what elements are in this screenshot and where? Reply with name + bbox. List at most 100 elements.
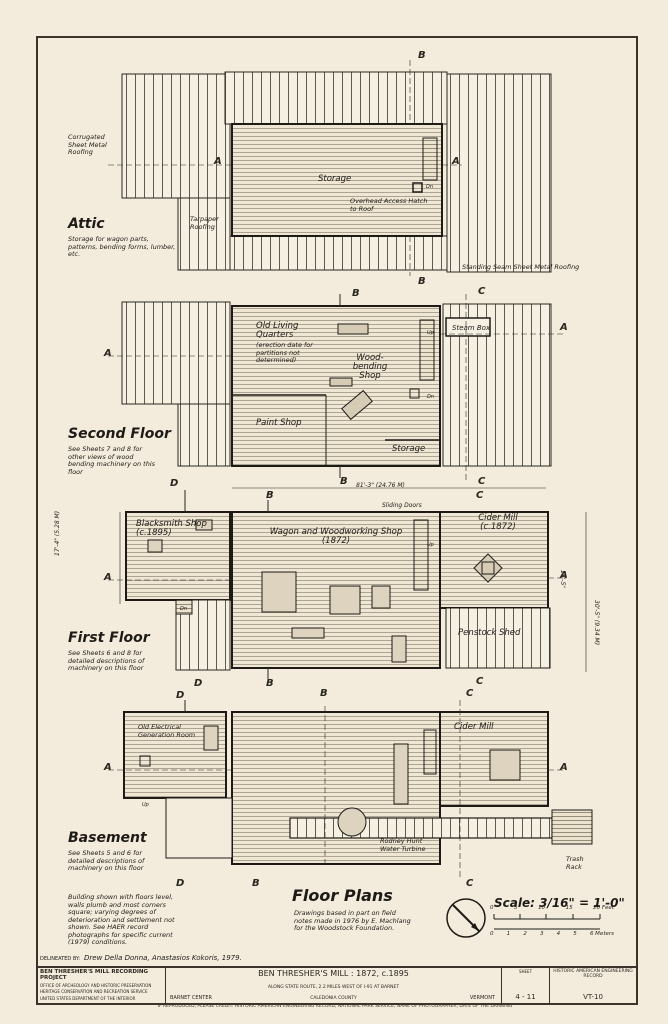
section-mark-b: B xyxy=(340,476,348,487)
delineated-prefix: DELINEATED BY: xyxy=(40,956,81,962)
section-mark-a: A xyxy=(452,156,460,167)
paint-shop-label: Paint Shop xyxy=(256,418,302,428)
old-living-quarters-label: Old Living Quarters xyxy=(256,321,299,340)
standing-seam-label: Standing Seam Sheet Metal Roofing xyxy=(462,263,580,271)
basement-note: See Sheets 5 and 6 for detailed descript… xyxy=(68,849,145,872)
first-floor-plan xyxy=(108,487,587,680)
section-mark-b: B xyxy=(252,878,260,889)
scale-meters: 0 1 2 3 4 5 6 Meters xyxy=(490,931,614,937)
cider-mill-basement-label: Cider Mill xyxy=(454,722,494,732)
scale-tick: 0 xyxy=(490,905,494,911)
mill-name: BEN THRESHER'S MILL : 1872, c.1895 xyxy=(258,969,409,978)
hatch-label: Overhead Access Hatch to Roof xyxy=(350,197,428,213)
scale-tick: 4 xyxy=(556,931,561,937)
section-mark-a: A xyxy=(104,762,112,773)
section-mark-d: D xyxy=(170,478,179,489)
section-mark-c: C xyxy=(478,286,486,297)
scale-tick: 20 Feet xyxy=(593,905,614,911)
agency-line: UNITED STATES DEPARTMENT OF THE INTERIOR xyxy=(40,995,136,1001)
record-label: HISTORIC AMERICAN ENGINEERING RECORD xyxy=(553,969,633,979)
sheet-number: 4 - 11 xyxy=(515,993,536,1001)
second-floor-plan xyxy=(108,294,565,480)
scale-tick: 1 xyxy=(506,931,511,937)
wood-bending-shop-label: Wood-bending Shop xyxy=(352,353,388,381)
attic-dn-label: Dn xyxy=(426,184,434,190)
section-mark-a: A xyxy=(104,572,112,583)
scale-tick: 15 xyxy=(565,905,573,911)
delineated-names: Drew Della Donna, Anastasios Kokoris, 19… xyxy=(84,954,242,962)
dim-width-label: 81'-3" (24.76 M) xyxy=(356,482,405,489)
scale-tick: 6 Meters xyxy=(589,931,614,937)
credit-line: IF REPRODUCED, PLEASE CREDIT: HISTORIC A… xyxy=(157,1004,513,1009)
section-mark-c: C xyxy=(466,688,474,699)
old-electrical-room-label: Old Electrical Generation Room xyxy=(138,723,196,739)
second-up-label: Up xyxy=(427,330,434,336)
general-note: Building shown with floors level, walls … xyxy=(68,893,175,946)
sheet-cell: SHEET 4 - 11 xyxy=(502,967,550,1003)
attic-plan xyxy=(108,60,552,276)
section-mark-b: B xyxy=(352,288,360,299)
first-floor-title: First Floor xyxy=(68,630,150,646)
sheet-label: SHEET xyxy=(518,969,533,974)
blacksmith-shop-label: Blacksmith Shop (c.1895) xyxy=(136,519,207,538)
scale-tick: 5 xyxy=(514,905,518,911)
penstock-shed-label: Penstock Shed xyxy=(458,628,521,638)
first-up-label: Up xyxy=(427,542,434,548)
attic-storage-label: Storage xyxy=(318,174,352,184)
corrugated-roof-label: Corrugated Sheet Metal Roofing xyxy=(68,133,107,156)
living-quarters-note: (erection date for partitions not determ… xyxy=(256,341,313,364)
section-mark-d: D xyxy=(176,690,185,701)
section-mark-c: C xyxy=(476,676,484,687)
section-mark-a: A xyxy=(560,762,568,773)
dim-right-b-label: 30'-5" (9.34 M) xyxy=(593,600,600,646)
scale-tick: 0 xyxy=(490,931,494,937)
project-name: BEN THRESHER'S MILL RECORDING PROJECT xyxy=(40,969,149,981)
dim-left-label: 17'-4" (5.28 M) xyxy=(54,510,61,556)
first-dn-label: Dn xyxy=(180,606,188,612)
scale-label: Scale: 3/16" = 1'-0" xyxy=(494,896,625,910)
section-mark-c: C xyxy=(478,476,486,487)
project-cell: BEN THRESHER'S MILL RECORDING PROJECT OF… xyxy=(38,967,166,1003)
second-floor-title: Second Floor xyxy=(68,426,171,442)
mill-location: ALONG STATE ROUTE, 2.2 MILES WEST OF I-9… xyxy=(267,984,400,990)
title-block: BEN THRESHER'S MILL RECORDING PROJECT OF… xyxy=(36,966,638,1005)
section-mark-a: A xyxy=(214,156,222,167)
basement-title: Basement xyxy=(68,830,147,846)
second-dn-label: Dn xyxy=(427,394,435,400)
turbine-label: Rodney Hunt Water Turbine xyxy=(380,837,426,853)
section-mark-a: A xyxy=(104,348,112,359)
attic-title: Attic xyxy=(68,216,105,232)
tarpaper-roof-label: Tarpaper Roofing xyxy=(190,215,219,231)
section-mark-d: D xyxy=(194,678,203,689)
town: BARNET CENTER xyxy=(170,995,212,1001)
scale-feet: 0 5 10 15 20 Feet xyxy=(490,905,614,911)
section-mark-c: C xyxy=(466,878,474,889)
scale-tick: 3 xyxy=(539,931,544,937)
state: VERMONT xyxy=(469,995,495,1001)
section-mark-b: B xyxy=(418,50,426,61)
section-mark-b: B xyxy=(418,276,426,287)
section-mark-b: B xyxy=(320,688,328,699)
main-title: Floor Plans xyxy=(292,886,393,905)
record-number: VT-10 xyxy=(583,993,603,1001)
attic-note: Storage for wagon parts, patterns, bendi… xyxy=(68,235,176,258)
section-mark-b: B xyxy=(266,678,274,689)
basement-plan xyxy=(108,700,593,878)
drawing-border xyxy=(36,36,638,968)
steam-box-label: Steam Box xyxy=(452,324,491,332)
name-cell: BEN THRESHER'S MILL : 1872, c.1895 ALONG… xyxy=(166,967,502,1003)
trash-rack-label: Trash Rack xyxy=(566,855,584,871)
record-cell: HISTORIC AMERICAN ENGINEERING RECORD VT-… xyxy=(550,967,636,1003)
scale-bar xyxy=(493,914,601,930)
second-storage-label: Storage xyxy=(392,444,426,454)
cider-mill-first-label: Cider Mill (c.1872) xyxy=(478,513,518,532)
section-mark-a: A xyxy=(560,322,568,333)
agency-line: HERITAGE CONSERVATION AND RECREATION SER… xyxy=(40,989,148,995)
first-floor-note: See Sheets 6 and 8 for detailed descript… xyxy=(68,649,145,672)
scale-tick: 10 xyxy=(538,905,546,911)
section-mark-a: A xyxy=(560,570,568,581)
sliding-doors-label: Sliding Doors xyxy=(382,502,422,509)
section-mark-d: D xyxy=(176,878,185,889)
wagon-shop-label: Wagon and Woodworking Shop (1872) xyxy=(269,527,403,546)
north-arrow xyxy=(446,898,486,938)
